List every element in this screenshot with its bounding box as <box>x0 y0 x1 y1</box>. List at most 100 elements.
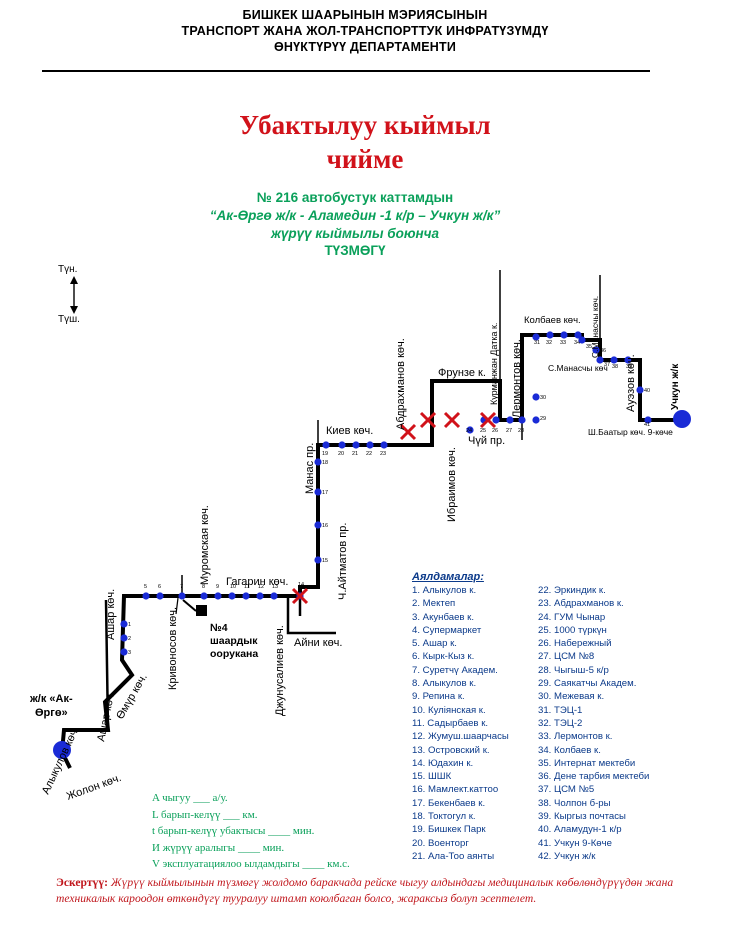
header-line-1: БИШКЕК ШААРЫНЫН МЭРИЯСЫНЫН <box>242 8 488 22</box>
stop-number: 1 <box>128 622 131 628</box>
stop-marker <box>532 393 540 401</box>
road-closure-icon <box>419 411 437 429</box>
stop-marker <box>636 386 644 394</box>
stop-marker <box>322 441 330 449</box>
stop-number: 24 <box>466 428 472 434</box>
legend-stop-item: 14. Юдахин к. <box>412 757 474 769</box>
street-manas-s: С.Манасчы көч <box>548 363 608 373</box>
terminal-start-marker <box>53 741 71 759</box>
hospital-marker <box>196 605 207 616</box>
stop-marker <box>546 331 554 339</box>
stop-number: 20 <box>338 451 344 457</box>
stop-number: 31 <box>534 340 540 346</box>
info-line-5: V эксплуатациялоо ылдамдыгы ____ км.с. <box>152 858 350 870</box>
compass-south-label: Түш. <box>58 314 80 325</box>
legend-stop-item: 30. Межевая к. <box>538 691 605 703</box>
stop-number: 22 <box>366 451 372 457</box>
terminal-end-label: Учкун ж/к <box>670 363 681 410</box>
stop-marker <box>120 634 128 642</box>
stop-number: 27 <box>506 428 512 434</box>
stop-marker <box>532 416 540 424</box>
stop-number: 5 <box>144 584 147 590</box>
legend-stop-item: 38. Чолпон б-ры <box>538 797 611 809</box>
legend-stop-item: 34. Колбаев к. <box>538 744 601 756</box>
info-line-2: L барып-келүү ___ км. <box>152 808 258 821</box>
legend-stop-item: 35. Интернат мектеби <box>538 757 636 769</box>
legend-stop-item: 25. 1000 түркүн <box>538 624 607 636</box>
street-kurmanjan: Курманжан Датка к. <box>489 323 499 405</box>
legend-stop-item: 29. Саякатчы Академ. <box>538 678 637 690</box>
legend-stop-item: 36. Дене тарбия мектеби <box>538 771 650 783</box>
street-abdrakhmanov: Абдрахманов көч. <box>395 338 407 430</box>
stop-number: 29 <box>540 416 546 422</box>
subtitle-line-4: ТҮЗМӨГҮ <box>324 243 386 258</box>
legend-stop-item: 19. Бишкек Парк <box>412 824 486 836</box>
legend-stop-item: 42. Учкун ж/к <box>538 850 596 862</box>
legend-stop-item: 4. Супермаркет <box>412 624 482 636</box>
legend-stop-item: 18. Токтогул к. <box>412 811 476 823</box>
info-line-1: A чыгуу ___ а/у. <box>152 792 228 804</box>
info-line-4: И жүрүү аралыгы ____ мин. <box>152 841 285 854</box>
stop-number: 11 <box>244 584 250 590</box>
stop-number: 25 <box>480 428 486 434</box>
stop-marker <box>492 416 500 424</box>
stop-number: 33 <box>560 340 566 346</box>
stop-marker <box>596 356 604 364</box>
stop-marker <box>242 592 250 600</box>
legend-stop-item: 41. Учкун 9-Көче <box>538 837 612 849</box>
header-line-2: ТРАНСПОРТ ЖАНА ЖОЛ-ТРАНСПОРТТУК ИНФРАТҮЗ… <box>181 24 549 38</box>
stop-number: 34 <box>574 340 580 346</box>
stop-number: 39 <box>626 364 632 370</box>
legend-stop-item: 1. Алыкулов к. <box>412 585 477 596</box>
subtitle-line-1: № 216 автобустук каттамдын <box>256 190 454 205</box>
street-manas: Манас пр. <box>304 443 316 494</box>
stop-number: 36 <box>600 348 606 354</box>
stop-marker <box>560 331 568 339</box>
stop-number: 35 <box>586 344 592 350</box>
street-kolbaev: Колбаев көч. <box>524 315 581 326</box>
stop-marker <box>578 336 586 344</box>
stop-number: 40 <box>644 388 650 394</box>
stop-marker <box>228 592 236 600</box>
legend-stop-item: 28. Чыгыш-5 к/р <box>538 664 609 676</box>
stop-marker <box>314 488 322 496</box>
closures-layer <box>291 411 497 605</box>
street-alykulov: Алыкулов көч. <box>40 725 82 796</box>
stop-marker <box>644 416 652 424</box>
stop-number: 13 <box>272 584 278 590</box>
legend-stop-item: 3. Акунбаев к. <box>412 611 475 623</box>
hospital-label: №4 шаардык оорукана <box>210 622 259 660</box>
stop-marker <box>214 592 222 600</box>
stop-marker <box>624 356 632 364</box>
subtitle-line-2: “Ак-Өргө ж/к - Аламедин -1 к/р – Учкун ж… <box>209 208 501 223</box>
legend-stop-item: 2. Мектеп <box>412 598 456 610</box>
compass-north-label: Түн. <box>58 264 78 275</box>
stop-number: 2 <box>128 636 131 642</box>
stop-marker <box>200 592 208 600</box>
subtitle-line-3: жүрүү кыймылы боюнча <box>270 226 440 241</box>
road-closure-icon <box>479 411 497 429</box>
street-manas-s-vertical: С.Манасчы көч. <box>590 296 600 358</box>
stop-number: 17 <box>322 490 328 496</box>
legend-stop-item: 37. ЦСМ №5 <box>538 784 595 796</box>
note: Эскертүү: Жүрүү кыймылынын түзмөгү жолдо… <box>56 875 676 906</box>
compass-arrow-icon <box>70 276 78 314</box>
street-gagarin: Гагарин көч. <box>226 576 288 588</box>
stop-marker <box>178 592 186 600</box>
legend-stop-item: 11. Садырбаев к. <box>412 717 489 729</box>
stop-number: 18 <box>322 460 328 466</box>
header-line-3: ӨНҮКТҮРҮҮ ДЕПАРТАМЕНТИ <box>273 40 457 54</box>
note-text: Жүрүү кыймылынын түзмөгү жолдомо баракча… <box>56 876 674 905</box>
header-divider <box>42 70 650 72</box>
road-closure-icon <box>399 423 417 441</box>
street-chui: Чүй пр. <box>468 435 505 447</box>
legend-column-2: 22. Эркиндик к.23. Абдрахманов к.24. ГУМ… <box>538 584 649 863</box>
terminal-end-marker <box>673 410 691 428</box>
stop-marker <box>506 416 514 424</box>
stop-number: 30 <box>540 395 546 401</box>
stop-number: 9 <box>216 584 219 590</box>
legend-stop-item: 5. Ашар к. <box>412 638 457 650</box>
legend-stop-item: 33. Лермонтов к. <box>538 731 613 743</box>
